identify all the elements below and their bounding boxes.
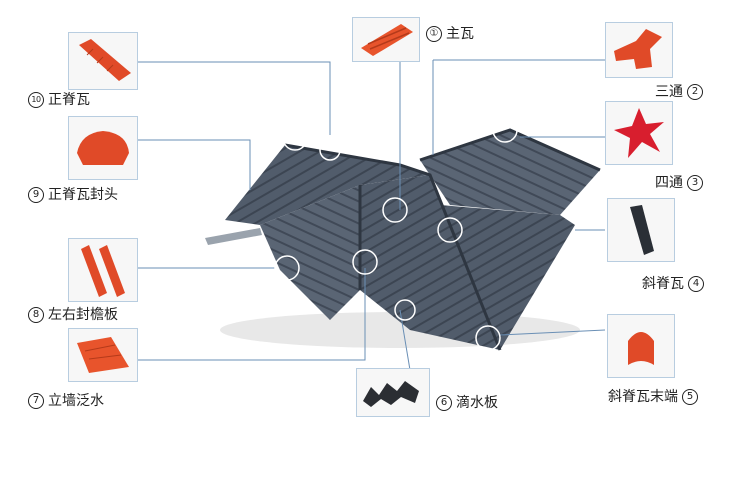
three-way-tile-image: [605, 22, 673, 78]
wall-flashing-image: [68, 328, 138, 382]
number-badge: 2: [687, 84, 703, 100]
number-badge: 6: [436, 395, 452, 411]
number-badge: ①: [426, 26, 442, 42]
ridge-end-cap-image: [68, 116, 138, 180]
number-badge: 7: [28, 393, 44, 409]
number-badge: 4: [688, 276, 704, 292]
hip-ridge-tile-image: [607, 198, 675, 262]
number-badge: 9: [28, 187, 44, 203]
eave-board-image: [68, 238, 138, 302]
ridge-tile-image: [68, 32, 138, 90]
four-way-tile-image: [605, 101, 673, 165]
hip-ridge-end-tile-image: [607, 314, 675, 378]
drip-board-image: [356, 368, 430, 417]
main-tile-image: [352, 17, 420, 62]
number-badge: 8: [28, 307, 44, 323]
number-badge: 10: [28, 92, 44, 108]
number-badge: 5: [682, 389, 698, 405]
number-badge: 3: [687, 175, 703, 191]
